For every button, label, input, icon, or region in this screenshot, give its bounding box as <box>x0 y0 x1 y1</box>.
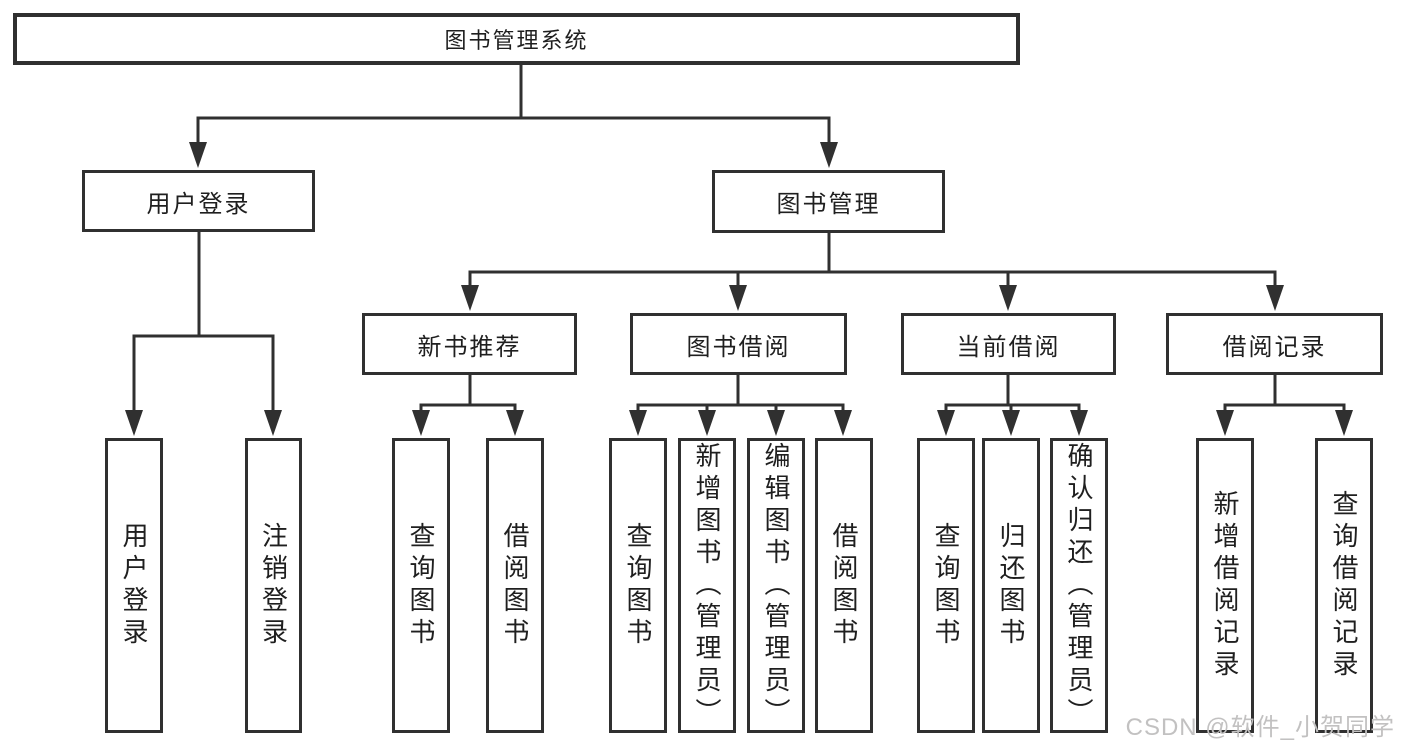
arrow-book-mgmt <box>820 142 838 168</box>
node-new-book-rec: 新书推荐 <box>362 313 577 375</box>
leaf-user-login-label: 用户登录 <box>119 521 149 650</box>
leaf-nb-query-books-label: 查询图书 <box>406 521 436 650</box>
arrow-leaf-bb-edit <box>767 410 785 436</box>
arrow-leaf-cb-query <box>937 410 955 436</box>
arrow-leaf-bb-borrow <box>834 410 852 436</box>
leaf-br-query-record: 查询借阅记录 <box>1315 438 1373 733</box>
node-current-borrow: 当前借阅 <box>901 313 1116 375</box>
connector-group1-bracket <box>132 334 275 413</box>
arrow-leaf-nb-borrow <box>506 410 524 436</box>
connector-group3-bracket <box>636 403 845 413</box>
arrow-leaf-br-query <box>1335 410 1353 436</box>
node-root: 图书管理系统 <box>13 13 1020 65</box>
leaf-bb-edit-books-label: 编辑图书（管理员） <box>761 441 791 730</box>
leaf-cb-return-books-label: 归还图书 <box>996 521 1026 650</box>
node-book-borrow: 图书借阅 <box>630 313 847 375</box>
node-book-borrow-label: 图书借阅 <box>686 333 791 361</box>
watermark: CSDN @软件_小贺同学 <box>1125 714 1395 741</box>
leaf-br-query-record-label: 查询借阅记录 <box>1329 489 1359 682</box>
leaf-cb-query-books: 查询图书 <box>917 438 975 733</box>
arrow-leaf-bb-query <box>629 410 647 436</box>
node-root-label: 图书管理系统 <box>444 28 589 53</box>
arrow-newbook <box>461 285 479 311</box>
node-book-mgmt: 图书管理 <box>712 170 945 233</box>
leaf-nb-query-books: 查询图书 <box>392 438 450 733</box>
leaf-bb-query-books-label: 查询图书 <box>623 521 653 650</box>
node-user-login: 用户登录 <box>82 170 315 232</box>
connector-paths <box>132 65 1346 413</box>
leaf-br-add-record: 新增借阅记录 <box>1196 438 1254 733</box>
arrow-leaf-login <box>125 410 143 436</box>
arrow-currentborrow <box>999 285 1017 311</box>
leaf-nb-borrow-books: 借阅图书 <box>486 438 544 733</box>
leaf-bb-borrow-books-label: 借阅图书 <box>829 521 859 650</box>
arrow-user-login <box>189 142 207 168</box>
leaf-br-add-record-label: 新增借阅记录 <box>1210 489 1240 682</box>
connector-group5-bracket <box>1223 403 1346 413</box>
node-user-login-label: 用户登录 <box>146 190 251 218</box>
arrow-leaf-cb-return <box>1002 410 1020 436</box>
arrow-leaf-nb-query <box>412 410 430 436</box>
leaf-logout: 注销登录 <box>245 438 302 733</box>
leaf-bb-borrow-books: 借阅图书 <box>815 438 873 733</box>
arrow-leaf-logout <box>264 410 282 436</box>
leaf-bb-edit-books: 编辑图书（管理员） <box>747 438 805 733</box>
connector-group2-bracket <box>419 403 517 413</box>
arrow-leaf-bb-add <box>698 410 716 436</box>
leaf-bb-query-books: 查询图书 <box>609 438 667 733</box>
leaf-logout-label: 注销登录 <box>258 521 289 650</box>
leaf-bb-add-books: 新增图书（管理员） <box>678 438 736 733</box>
arrow-bookborrow <box>729 285 747 311</box>
connector-level2-bracket <box>196 116 831 146</box>
node-book-mgmt-label: 图书管理 <box>776 191 881 218</box>
connector-arrowheads <box>125 142 1353 436</box>
leaf-user-login: 用户登录 <box>105 438 163 733</box>
leaf-cb-confirm-return-label: 确认归还（管理员） <box>1064 441 1094 730</box>
node-borrow-records-label: 借阅记录 <box>1222 333 1327 361</box>
node-borrow-records: 借阅记录 <box>1166 313 1383 375</box>
connector-level3-bracket <box>468 270 1277 288</box>
leaf-nb-borrow-books-label: 借阅图书 <box>500 521 530 650</box>
arrow-records <box>1266 285 1284 311</box>
arrow-leaf-cb-confirm <box>1070 410 1088 436</box>
leaf-cb-confirm-return: 确认归还（管理员） <box>1050 438 1108 733</box>
node-new-book-rec-label: 新书推荐 <box>417 333 522 361</box>
node-current-borrow-label: 当前借阅 <box>956 333 1061 361</box>
leaf-bb-add-books-label: 新增图书（管理员） <box>692 441 722 730</box>
arrow-leaf-br-add <box>1216 410 1234 436</box>
leaf-cb-query-books-label: 查询图书 <box>931 521 961 650</box>
leaf-cb-return-books: 归还图书 <box>982 438 1040 733</box>
